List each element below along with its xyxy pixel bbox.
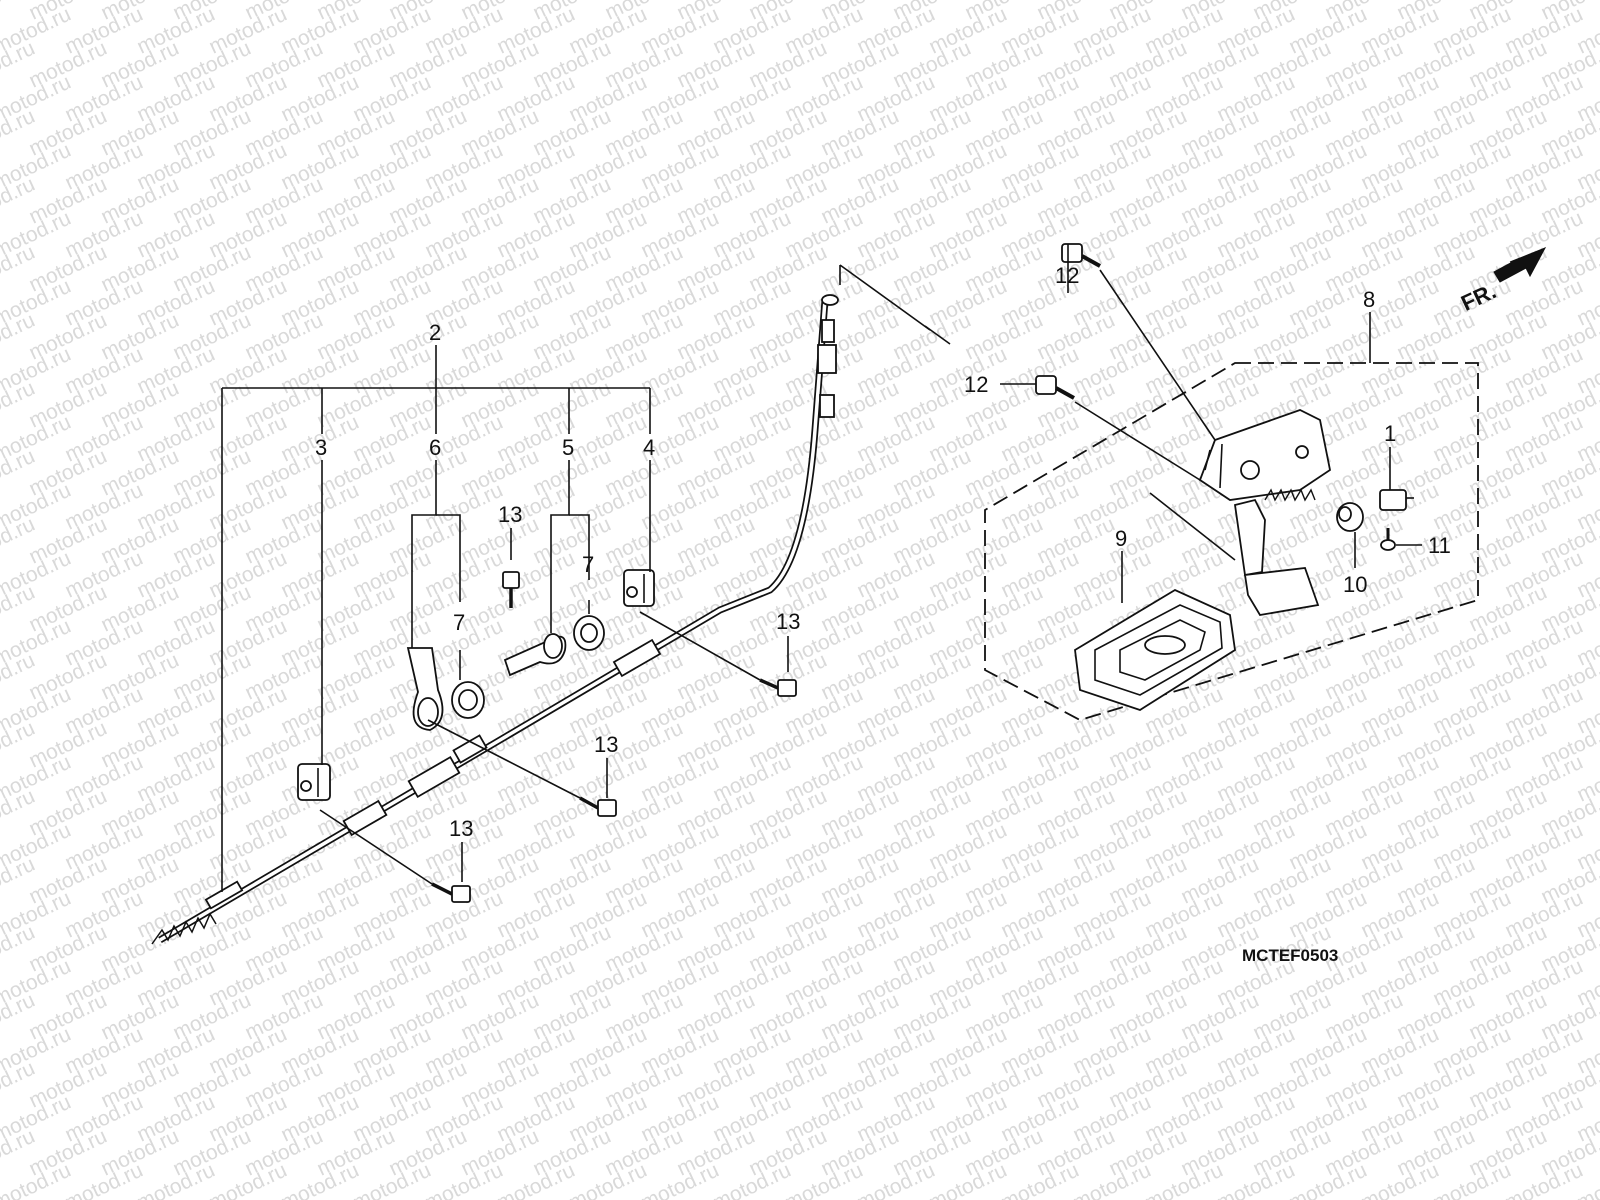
- callout-7a: 7: [453, 610, 465, 635]
- callout-4: 4: [643, 435, 655, 460]
- diagram-code: MCTEF0503: [1242, 946, 1338, 965]
- grommet-7b: [573, 615, 605, 651]
- cushion-10: [1336, 502, 1364, 532]
- callout-6: 6: [429, 435, 441, 460]
- bolt-12b: [1035, 375, 1075, 400]
- callout-10: 10: [1343, 572, 1367, 597]
- callout-13c: 13: [594, 732, 618, 757]
- clamp-4: [623, 569, 655, 607]
- grommet-7a: [451, 681, 485, 719]
- callout-1: 1: [1384, 421, 1396, 446]
- callout-9: 9: [1115, 526, 1127, 551]
- callout-8: 8: [1363, 287, 1375, 312]
- callout-13d: 13: [449, 816, 473, 841]
- callout-12a: 12: [1055, 263, 1079, 288]
- callout-11: 11: [1428, 533, 1451, 558]
- callout-3: 3: [315, 435, 327, 460]
- bolt-13d: [431, 882, 471, 903]
- callout-13a: 13: [498, 502, 522, 527]
- callout-5: 5: [562, 435, 574, 460]
- callout-2: 2: [429, 320, 441, 345]
- callout-7b: 7: [582, 552, 594, 577]
- callout-13b: 13: [776, 609, 800, 634]
- clamp-3: [297, 763, 331, 801]
- callout-12b: 12: [964, 372, 988, 397]
